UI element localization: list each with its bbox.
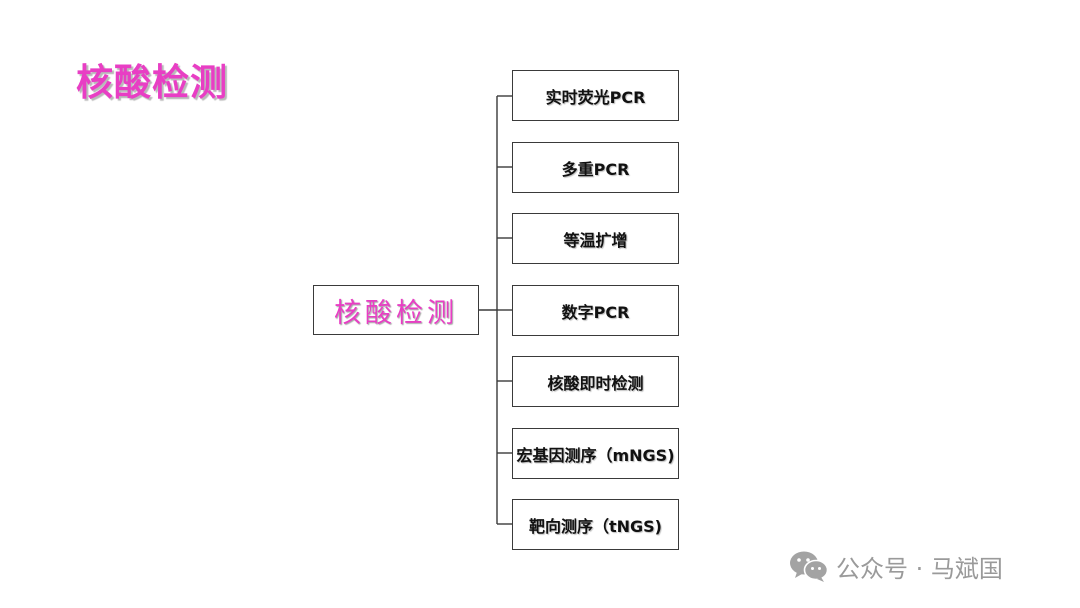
child-node-label: 实时荧光PCR — [545, 87, 646, 107]
page-title: 核酸检测 — [76, 61, 228, 104]
child-node-label: 多重PCR — [561, 159, 630, 179]
child-node-label: 等温扩增 — [563, 230, 628, 250]
child-node: 等温扩增 — [512, 213, 679, 264]
root-node-label: 核酸检测 — [334, 297, 458, 329]
child-node-label: 核酸即时检测 — [547, 373, 644, 393]
child-node-label: 靶向测序（tNGS) — [528, 516, 662, 536]
watermark-text: 公众号 · 马斌国 — [836, 554, 1003, 583]
child-node: 核酸即时检测 — [512, 356, 679, 407]
root-node: 核酸检测 — [313, 285, 479, 335]
child-node: 宏基因测序（mNGS) — [512, 428, 679, 479]
child-node: 多重PCR — [512, 142, 679, 193]
watermark: 公众号 · 马斌国 — [788, 548, 1003, 584]
child-node: 靶向测序（tNGS) — [512, 499, 679, 550]
child-node-label: 数字PCR — [561, 302, 630, 322]
child-node-label: 宏基因测序（mNGS) — [516, 445, 675, 465]
child-node: 数字PCR — [512, 285, 679, 336]
child-node: 实时荧光PCR — [512, 70, 679, 121]
wechat-icon — [790, 551, 829, 582]
